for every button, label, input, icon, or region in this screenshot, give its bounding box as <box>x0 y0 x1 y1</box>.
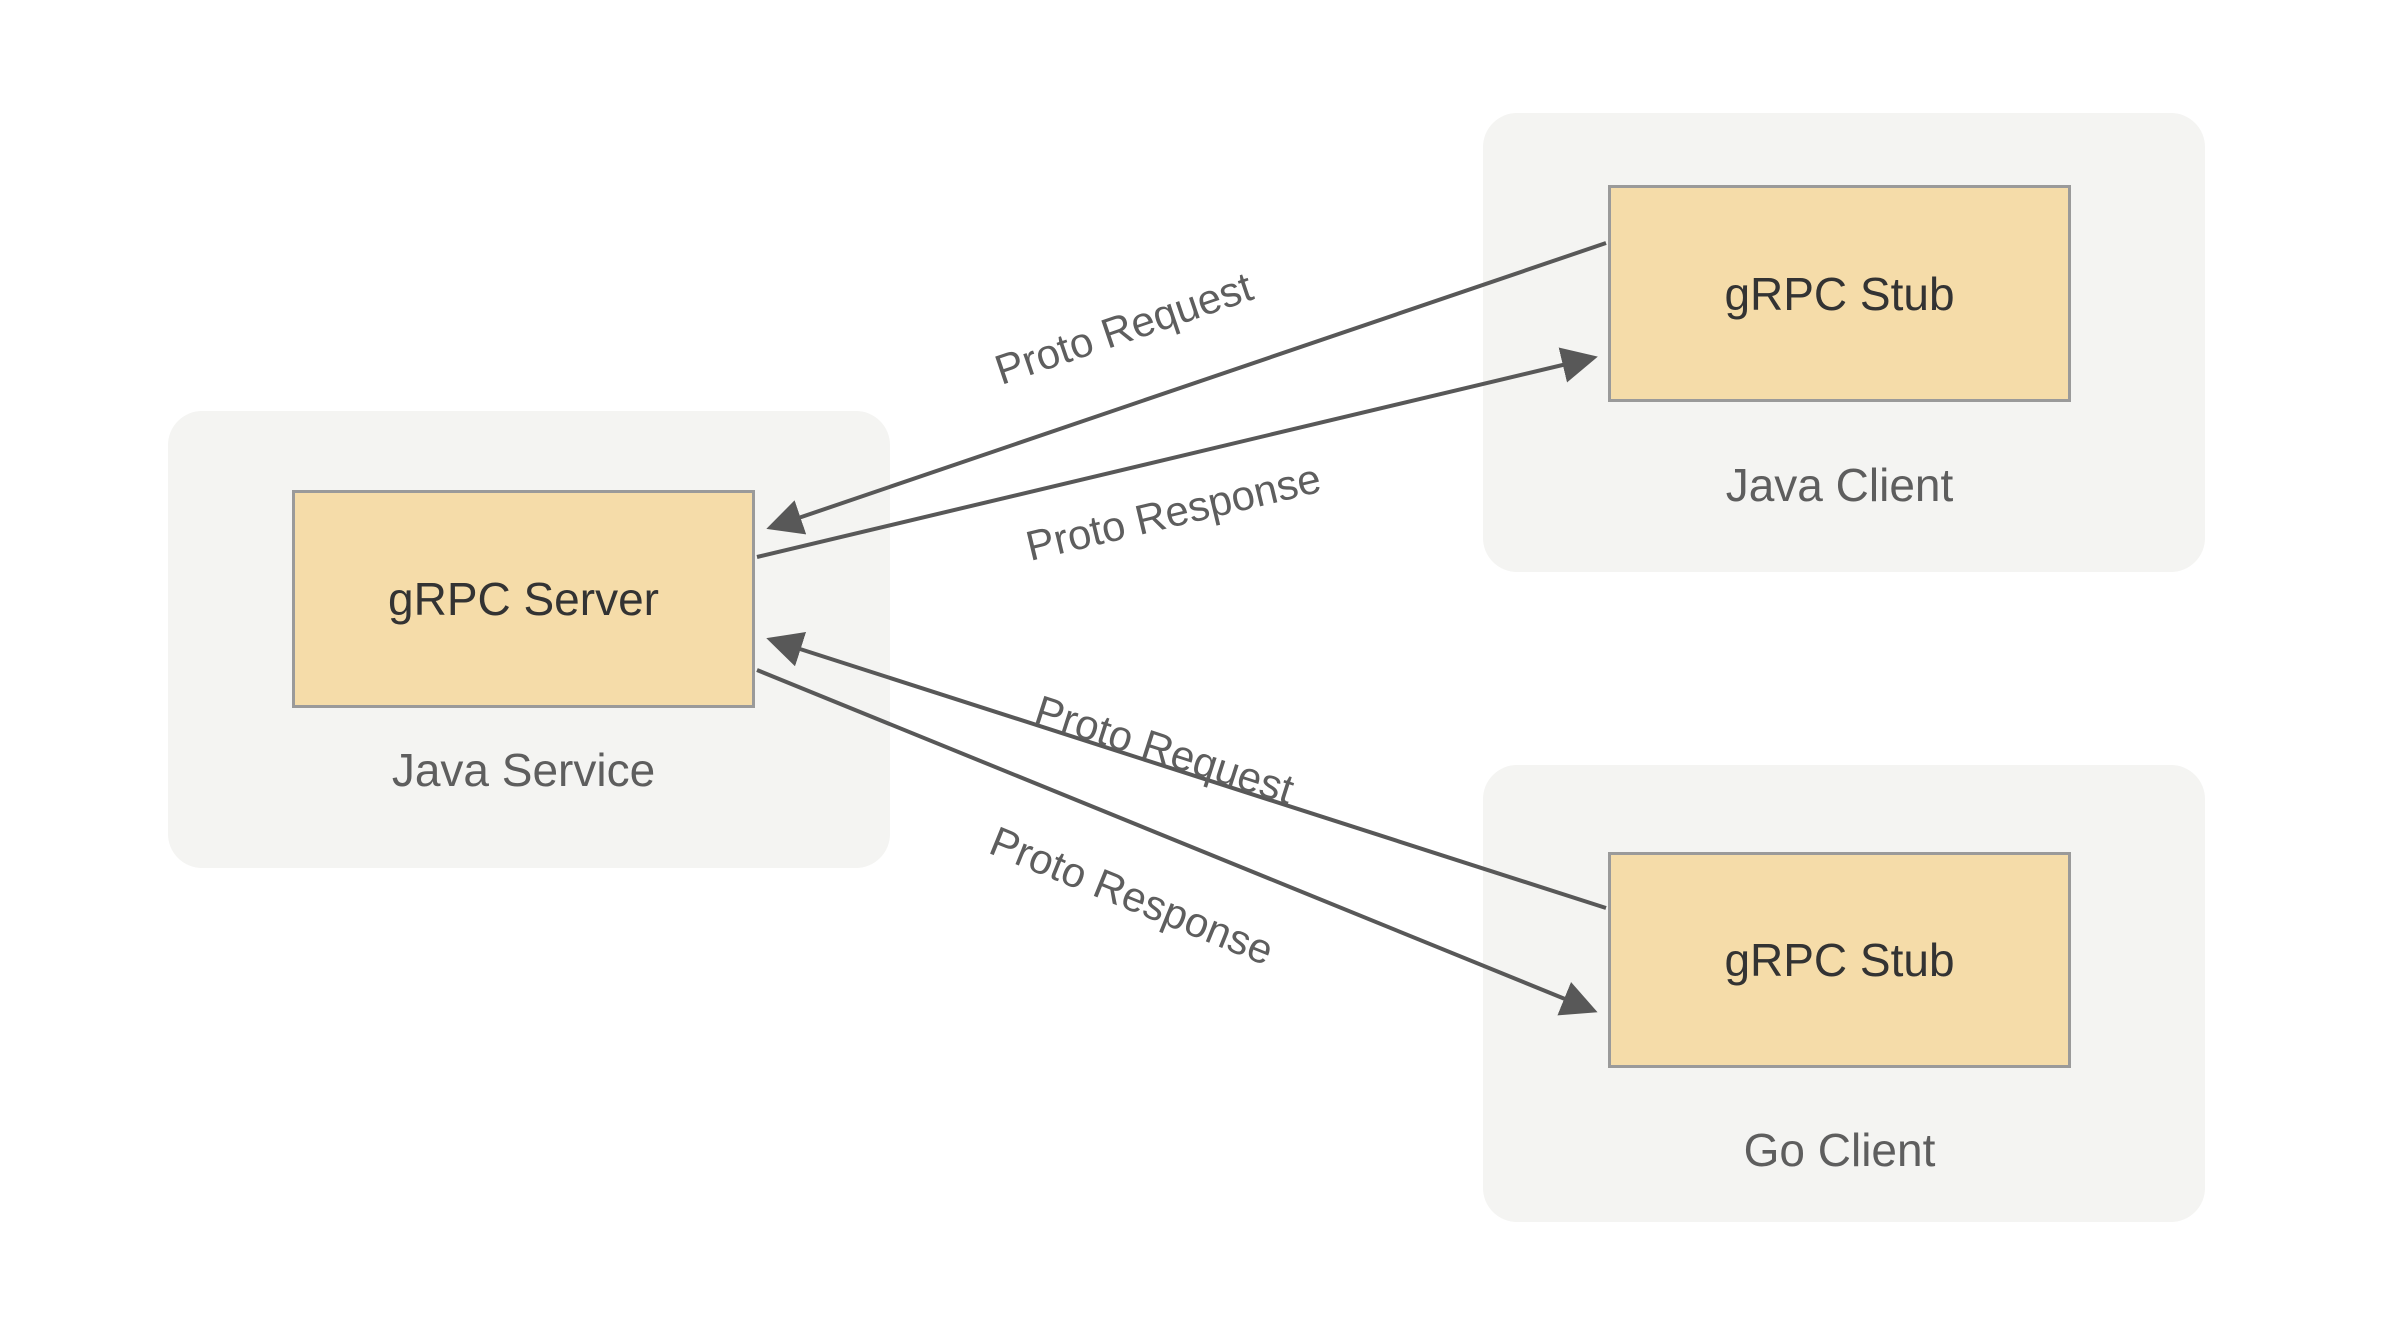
node-grpc-stub-go[interactable]: gRPC Stub <box>1608 852 2071 1068</box>
node-grpc-stub-go-label: gRPC Stub <box>1724 934 1955 986</box>
group-go-client-label: Go Client <box>1743 1124 1936 1176</box>
group-java-service-label: Java Service <box>391 744 656 796</box>
edge-java-request[interactable] <box>766 241 1607 535</box>
node-grpc-stub-java-label: gRPC Stub <box>1724 267 1955 320</box>
node-grpc-server[interactable]: gRPC Server <box>292 490 755 708</box>
edge-go-response[interactable] <box>756 668 1598 1016</box>
group-java-client-label: Java Client <box>1725 459 1954 511</box>
node-grpc-server-label: gRPC Server <box>388 573 659 625</box>
node-grpc-stub-java[interactable]: gRPC Stub <box>1608 185 2071 402</box>
edge-go-request[interactable] <box>766 632 1607 910</box>
edge-java-response[interactable] <box>756 347 1598 559</box>
